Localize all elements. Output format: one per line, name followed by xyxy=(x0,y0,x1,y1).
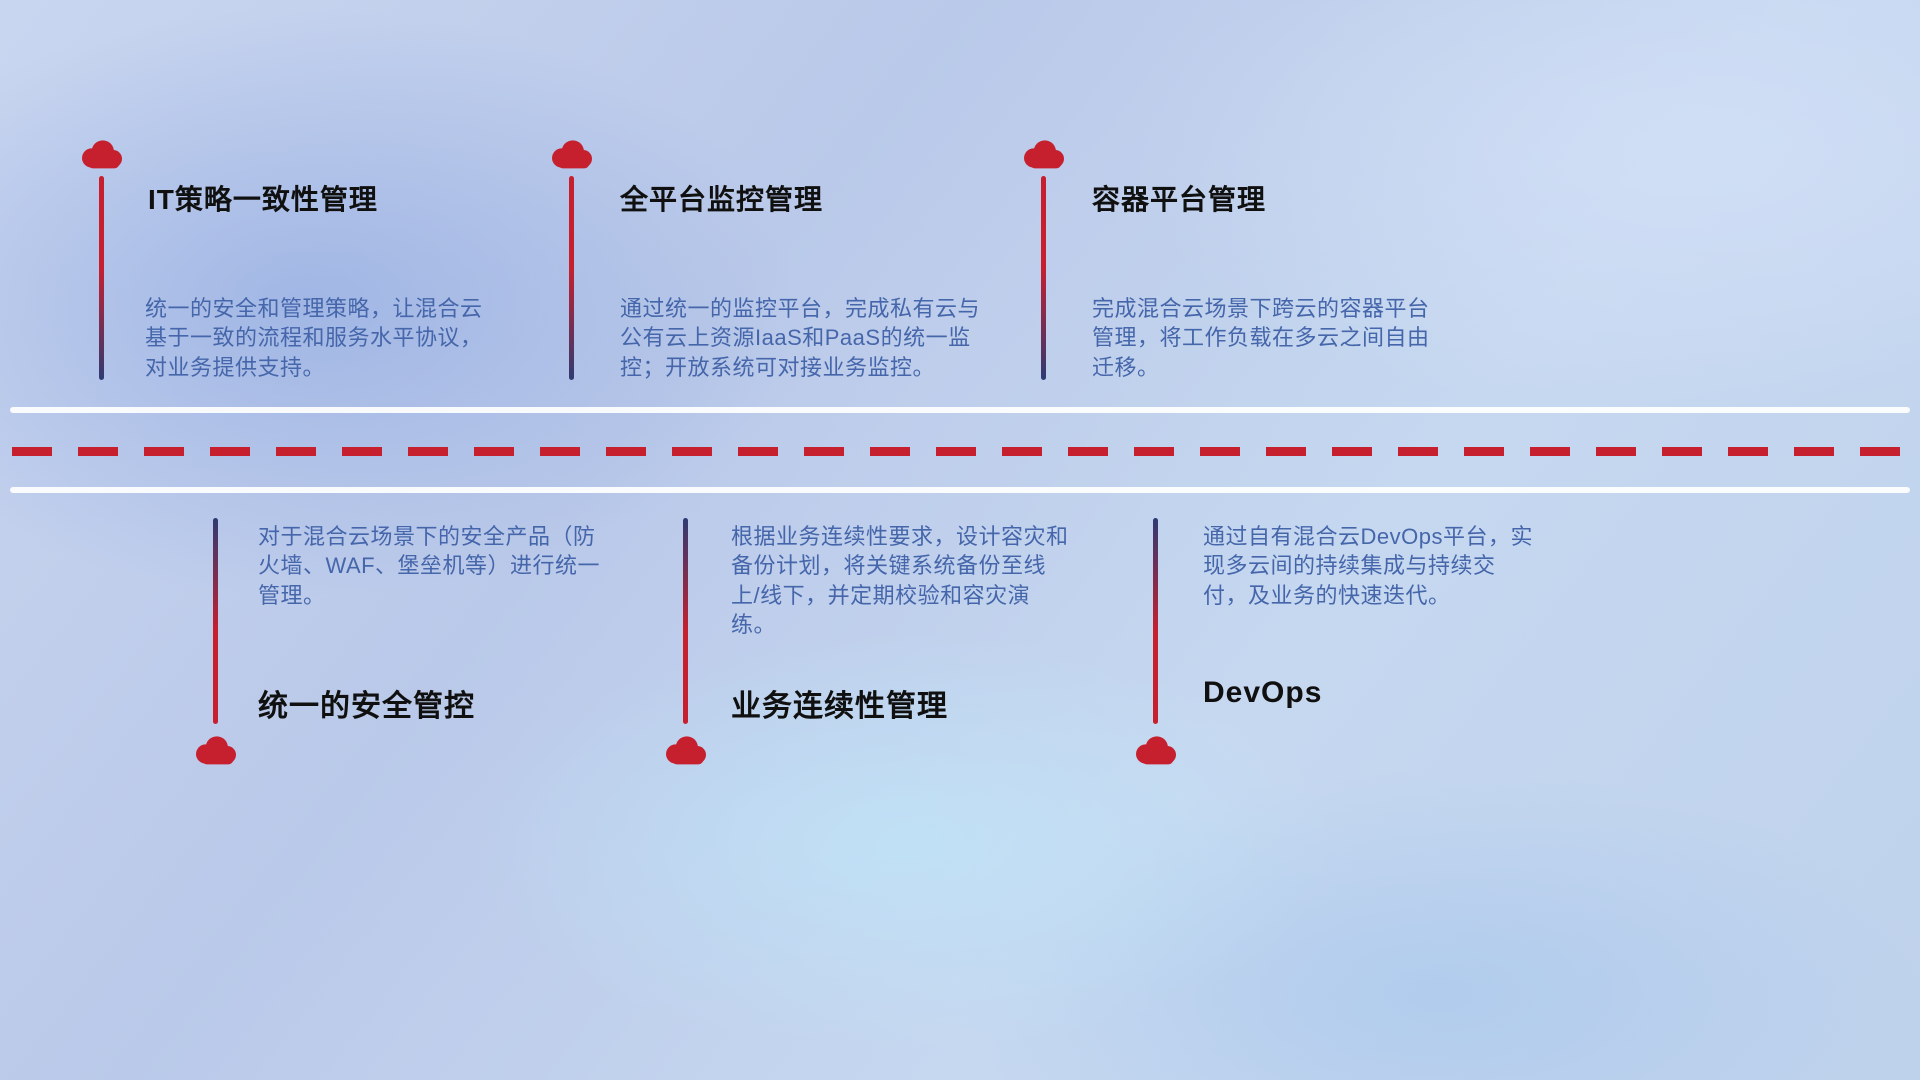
connector-line xyxy=(1041,176,1046,380)
feature-item-security-control: 对于混合云场景下的安全产品（防火墙、WAF、堡垒机等）进行统一管理。 统一的安全… xyxy=(193,516,623,806)
feature-item-monitoring: 全平台监控管理 通过统一的监控平台，完成私有云与公有云上资源IaaS和PaaS的… xyxy=(548,136,988,396)
road-dashed-centerline xyxy=(12,447,1908,456)
cloud-icon xyxy=(1136,736,1176,765)
feature-description: 对于混合云场景下的安全产品（防火墙、WAF、堡垒机等）进行统一管理。 xyxy=(258,524,601,608)
feature-description: 通过统一的监控平台，完成私有云与公有云上资源IaaS和PaaS的统一监控；开放系… xyxy=(620,296,981,380)
feature-title: 业务连续性管理 xyxy=(731,690,948,723)
feature-item-container-platform: 容器平台管理 完成混合云场景下跨云的容器平台管理，将工作负载在多云之间自由迁移。 xyxy=(1020,136,1450,396)
cloud-icon xyxy=(196,736,236,765)
cloud-icon xyxy=(552,140,592,169)
feature-title: 统一的安全管控 xyxy=(258,690,475,723)
feature-title: 全平台监控管理 xyxy=(620,184,824,215)
cloud-icon xyxy=(82,140,122,169)
cloud-icon xyxy=(666,736,706,765)
feature-description: 根据业务连续性要求，设计容灾和备份计划，将关键系统备份至线上/线下，并定期校验和… xyxy=(731,524,1069,637)
connector-line xyxy=(683,518,688,724)
connector-line xyxy=(1153,518,1158,724)
feature-description: 统一的安全和管理策略，让混合云基于一致的流程和服务水平协议，对业务提供支持。 xyxy=(145,296,483,380)
feature-item-it-policy: IT策略一致性管理 统一的安全和管理策略，让混合云基于一致的流程和服务水平协议，… xyxy=(78,136,508,396)
road-line-bottom xyxy=(10,487,1910,493)
feature-title: DevOps xyxy=(1203,676,1323,709)
feature-title: IT策略一致性管理 xyxy=(148,184,378,215)
feature-description: 通过自有混合云DevOps平台，实现多云间的持续集成与持续交付，及业务的快速迭代… xyxy=(1203,524,1533,608)
feature-title: 容器平台管理 xyxy=(1092,184,1267,215)
connector-line xyxy=(99,176,104,380)
cloud-icon xyxy=(1024,140,1064,169)
feature-item-business-continuity: 根据业务连续性要求，设计容灾和备份计划，将关键系统备份至线上/线下，并定期校验和… xyxy=(663,516,1093,806)
road-line-top xyxy=(10,407,1910,413)
feature-description: 完成混合云场景下跨云的容器平台管理，将工作负载在多云之间自由迁移。 xyxy=(1092,296,1430,380)
connector-line xyxy=(213,518,218,724)
connector-line xyxy=(569,176,574,380)
feature-item-devops: 通过自有混合云DevOps平台，实现多云间的持续集成与持续交付，及业务的快速迭代… xyxy=(1133,516,1563,806)
